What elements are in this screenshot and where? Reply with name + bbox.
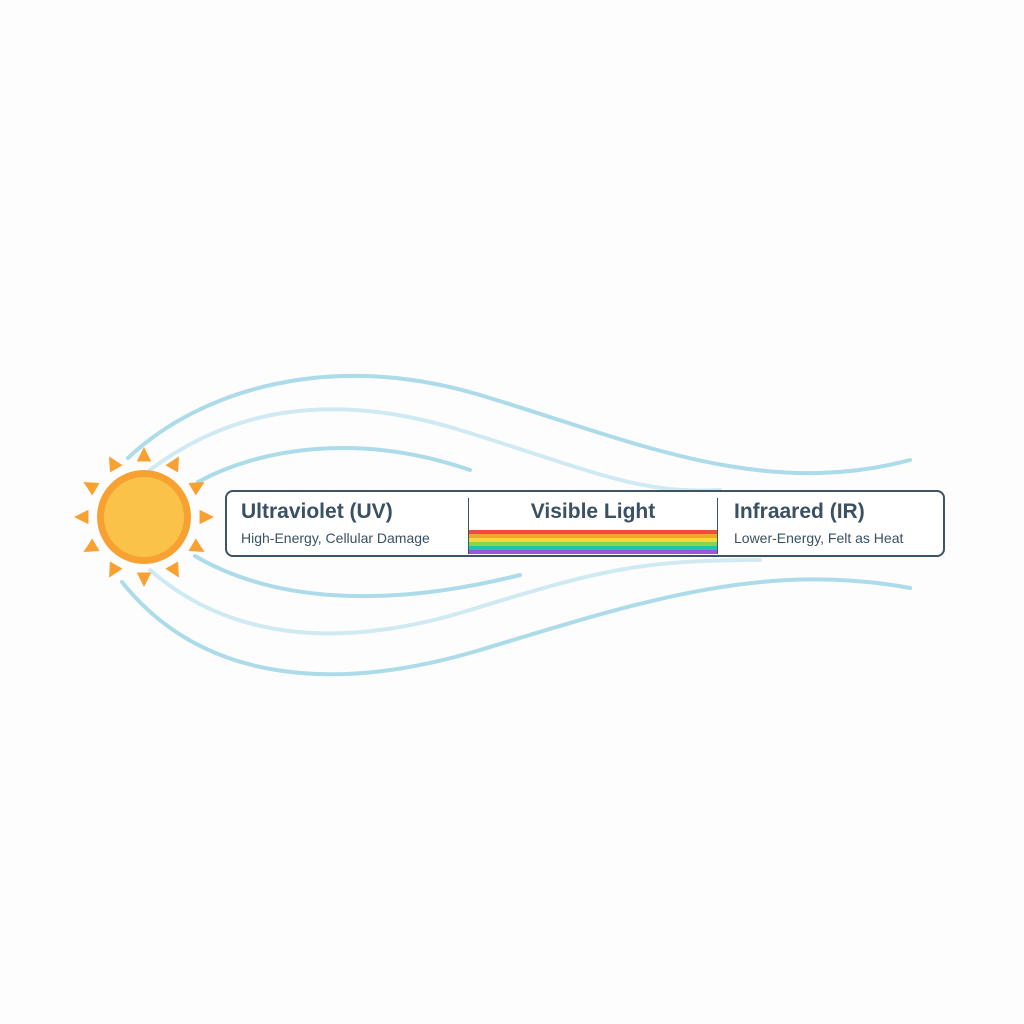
wave-top-inner [196, 446, 472, 484]
sun-ray [188, 538, 205, 552]
sun-ray [188, 482, 205, 496]
wave-bottom-inner [193, 554, 522, 599]
uv-title: Ultraviolet (UV) [241, 500, 393, 523]
sun-ray [136, 572, 152, 587]
spectrum-band [469, 542, 717, 546]
sun-core [104, 477, 184, 557]
uv-section: Ultraviolet (UV) High-Energy, Cellular D… [227, 492, 467, 555]
sun-ray [109, 561, 123, 578]
divider [468, 498, 469, 554]
sun-icon [74, 447, 214, 587]
sun-ray [74, 509, 89, 525]
wave-top-outer [126, 373, 912, 476]
wave-top-middle [148, 407, 722, 493]
sun-ray [199, 509, 214, 525]
sun-ray [165, 561, 179, 578]
sun-ray [83, 538, 100, 552]
uv-subtitle: High-Energy, Cellular Damage [241, 530, 430, 546]
ir-section: Infraared (IR) Lower-Energy, Felt as Hea… [718, 492, 943, 555]
visible-section: Visible Light [469, 492, 717, 555]
ir-title: Infraared (IR) [734, 500, 865, 523]
spectrum-band [469, 538, 717, 542]
spectrum-band [469, 530, 717, 534]
sun-ray [109, 456, 123, 473]
wave-bottom-outer [120, 577, 912, 677]
spectrum-band [469, 546, 717, 550]
divider [717, 498, 718, 554]
spectrum-panel: Ultraviolet (UV) High-Energy, Cellular D… [225, 490, 945, 557]
rainbow-spectrum-bar [469, 530, 717, 554]
sun-ray [83, 482, 100, 496]
visible-title: Visible Light [530, 500, 656, 523]
spectrum-band [469, 534, 717, 538]
wave-bottom-middle [148, 558, 762, 636]
sun-ray [136, 447, 152, 462]
sun-ray [165, 456, 179, 473]
spectrum-band [469, 550, 717, 554]
ir-subtitle: Lower-Energy, Felt as Heat [734, 530, 904, 546]
